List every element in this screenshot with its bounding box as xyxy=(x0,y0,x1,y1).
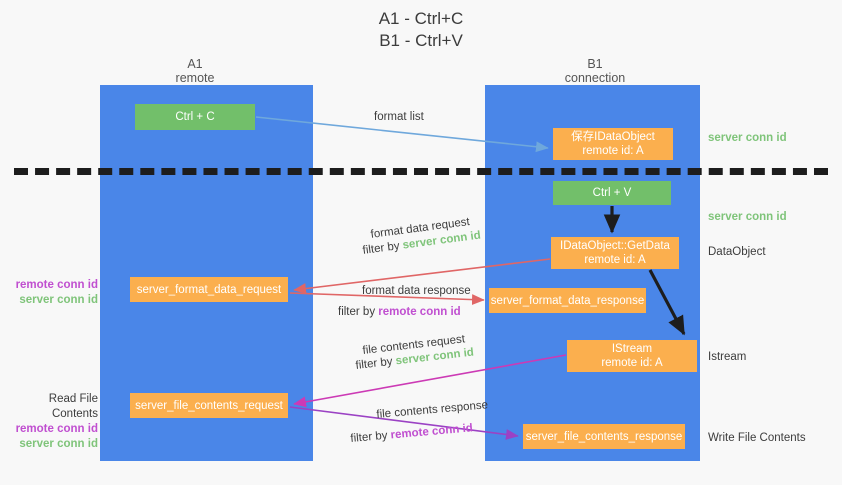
box-idataobject-getdata[interactable]: IDataObject::GetData remote id: A xyxy=(551,237,679,269)
box-getdata-remote-id: remote id: A xyxy=(584,254,646,266)
box-server-file-contents-request[interactable]: server_file_contents_request xyxy=(130,393,288,418)
box-idataobject[interactable]: 保存IDataObject remote id: A xyxy=(553,128,673,160)
box-ctrl-v-label: Ctrl + V xyxy=(592,187,632,199)
box-server-file-contents-response[interactable]: server_file_contents_response xyxy=(523,424,685,449)
annotation-server-conn-id-mid: server conn id xyxy=(708,211,787,223)
lane-b1-subtitle: connection xyxy=(564,71,626,85)
annotation-dataobject: DataObject xyxy=(708,246,766,258)
box-server-format-data-request[interactable]: server_format_data_request xyxy=(130,277,288,302)
diagram-title: A1 - Ctrl+C B1 - Ctrl+V xyxy=(0,8,842,52)
arrow-format-data-response xyxy=(289,292,485,306)
box-istream-label: IStream xyxy=(611,343,653,355)
box-server-format-data-response[interactable]: server_format_data_response xyxy=(489,288,646,313)
annotation-istream: Istream xyxy=(708,351,747,363)
annotation-remote-conn-id-2: remote conn id xyxy=(15,423,98,435)
annotation-write-file-contents: Write File Contents xyxy=(708,432,806,444)
title-line-2: B1 - Ctrl+V xyxy=(379,31,463,50)
box-file-contents-response-label: server_file_contents_response xyxy=(525,430,683,443)
title-line-1: A1 - Ctrl+C xyxy=(378,9,464,28)
caption-format-data-response: format data response xyxy=(362,285,471,297)
box-ctrl-v[interactable]: Ctrl + V xyxy=(553,181,671,205)
box-istream[interactable]: IStream remote id: A xyxy=(567,340,697,372)
box-file-contents-request-label: server_file_contents_request xyxy=(135,399,283,412)
lane-header-a1: A1 remote xyxy=(120,57,270,85)
annotation-conn-ids-format: remote conn id server conn id xyxy=(8,278,98,308)
phase-divider xyxy=(14,168,828,175)
box-istream-remote-id: remote id: A xyxy=(601,357,663,369)
annotation-read-file-contents-group: Read File Contents remote conn id server… xyxy=(4,392,98,452)
caption-filter-by-2: filter by xyxy=(338,306,379,318)
lane-a1-name: A1 xyxy=(187,57,203,71)
caption-remote-conn-id-1: remote conn id xyxy=(378,306,461,318)
annotation-server-conn-id-top: server conn id xyxy=(708,132,787,144)
box-getdata-label: IDataObject::GetData xyxy=(560,240,670,252)
caption-format-data-response-filter: filter by remote conn id xyxy=(338,306,461,318)
box-ctrl-c-label: Ctrl + C xyxy=(175,111,215,123)
annotation-server-conn-id-2: server conn id xyxy=(19,438,98,450)
lane-b1-name: B1 xyxy=(587,57,603,71)
arrow-format-list xyxy=(255,116,549,153)
lane-header-b1: B1 connection xyxy=(520,57,670,85)
box-idataobject-label: 保存IDataObject xyxy=(571,131,655,143)
arrow-format-data-request xyxy=(293,258,551,294)
box-format-data-request-label: server_format_data_request xyxy=(136,283,282,296)
box-idataobject-remote-id: remote id: A xyxy=(582,145,644,157)
arrow-file-contents-response xyxy=(289,406,519,440)
arrow-getdata-to-istream xyxy=(648,269,686,336)
caption-format-list: format list xyxy=(374,111,424,123)
annotation-remote-conn-id-1: remote conn id xyxy=(15,279,98,291)
box-format-data-response-label: server_format_data_response xyxy=(490,294,645,307)
arrow-file-contents-request xyxy=(293,354,567,408)
lane-a1-subtitle: remote xyxy=(175,71,215,85)
annotation-read-file-contents: Read File Contents xyxy=(48,393,98,420)
box-ctrl-c[interactable]: Ctrl + C xyxy=(135,104,255,130)
annotation-server-conn-id-1: server conn id xyxy=(19,294,98,306)
